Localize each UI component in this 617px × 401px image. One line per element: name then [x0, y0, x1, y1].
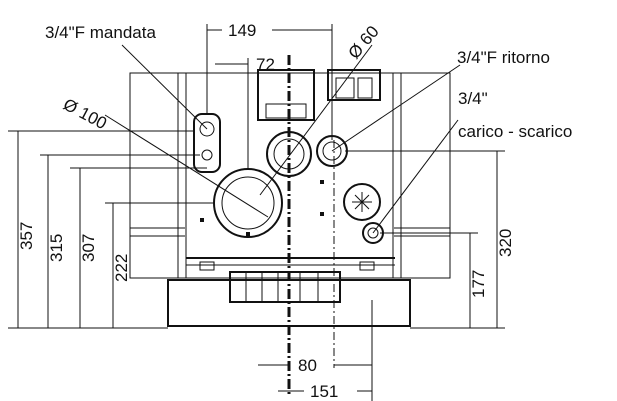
dim-left-307: 307 [79, 234, 98, 262]
dim-left-357: 357 [17, 222, 36, 250]
top-dimensions [206, 24, 333, 168]
body-marks [200, 180, 324, 236]
dim-right-320: 320 [496, 229, 515, 257]
label-phi-100: Ø 100 [60, 95, 110, 134]
bottom-dimensions [258, 300, 373, 401]
label-mandata: 3/4"F mandata [45, 23, 156, 42]
dim-top-149: 149 [228, 21, 256, 40]
left-dimensions [8, 130, 215, 329]
dim-left-315: 315 [47, 234, 66, 262]
top-fittings [257, 69, 381, 121]
mandata-fitting [193, 113, 221, 173]
label-carico-line1: 3/4" [458, 89, 488, 108]
leader-lines [104, 44, 461, 234]
label-phi-60: Ø 60 [345, 22, 383, 62]
label-ritorno: 3/4"F ritorno [457, 48, 550, 67]
dim-bottom-151: 151 [310, 382, 338, 401]
dim-right-177: 177 [469, 270, 488, 298]
right-dimensions [345, 150, 505, 329]
label-carico-line2: carico - scarico [458, 122, 572, 141]
dim-top-72: 72 [256, 55, 275, 74]
dim-left-222: 222 [112, 254, 131, 282]
carico-scarico-fitting [343, 183, 384, 244]
dim-bottom-80: 80 [298, 356, 317, 375]
